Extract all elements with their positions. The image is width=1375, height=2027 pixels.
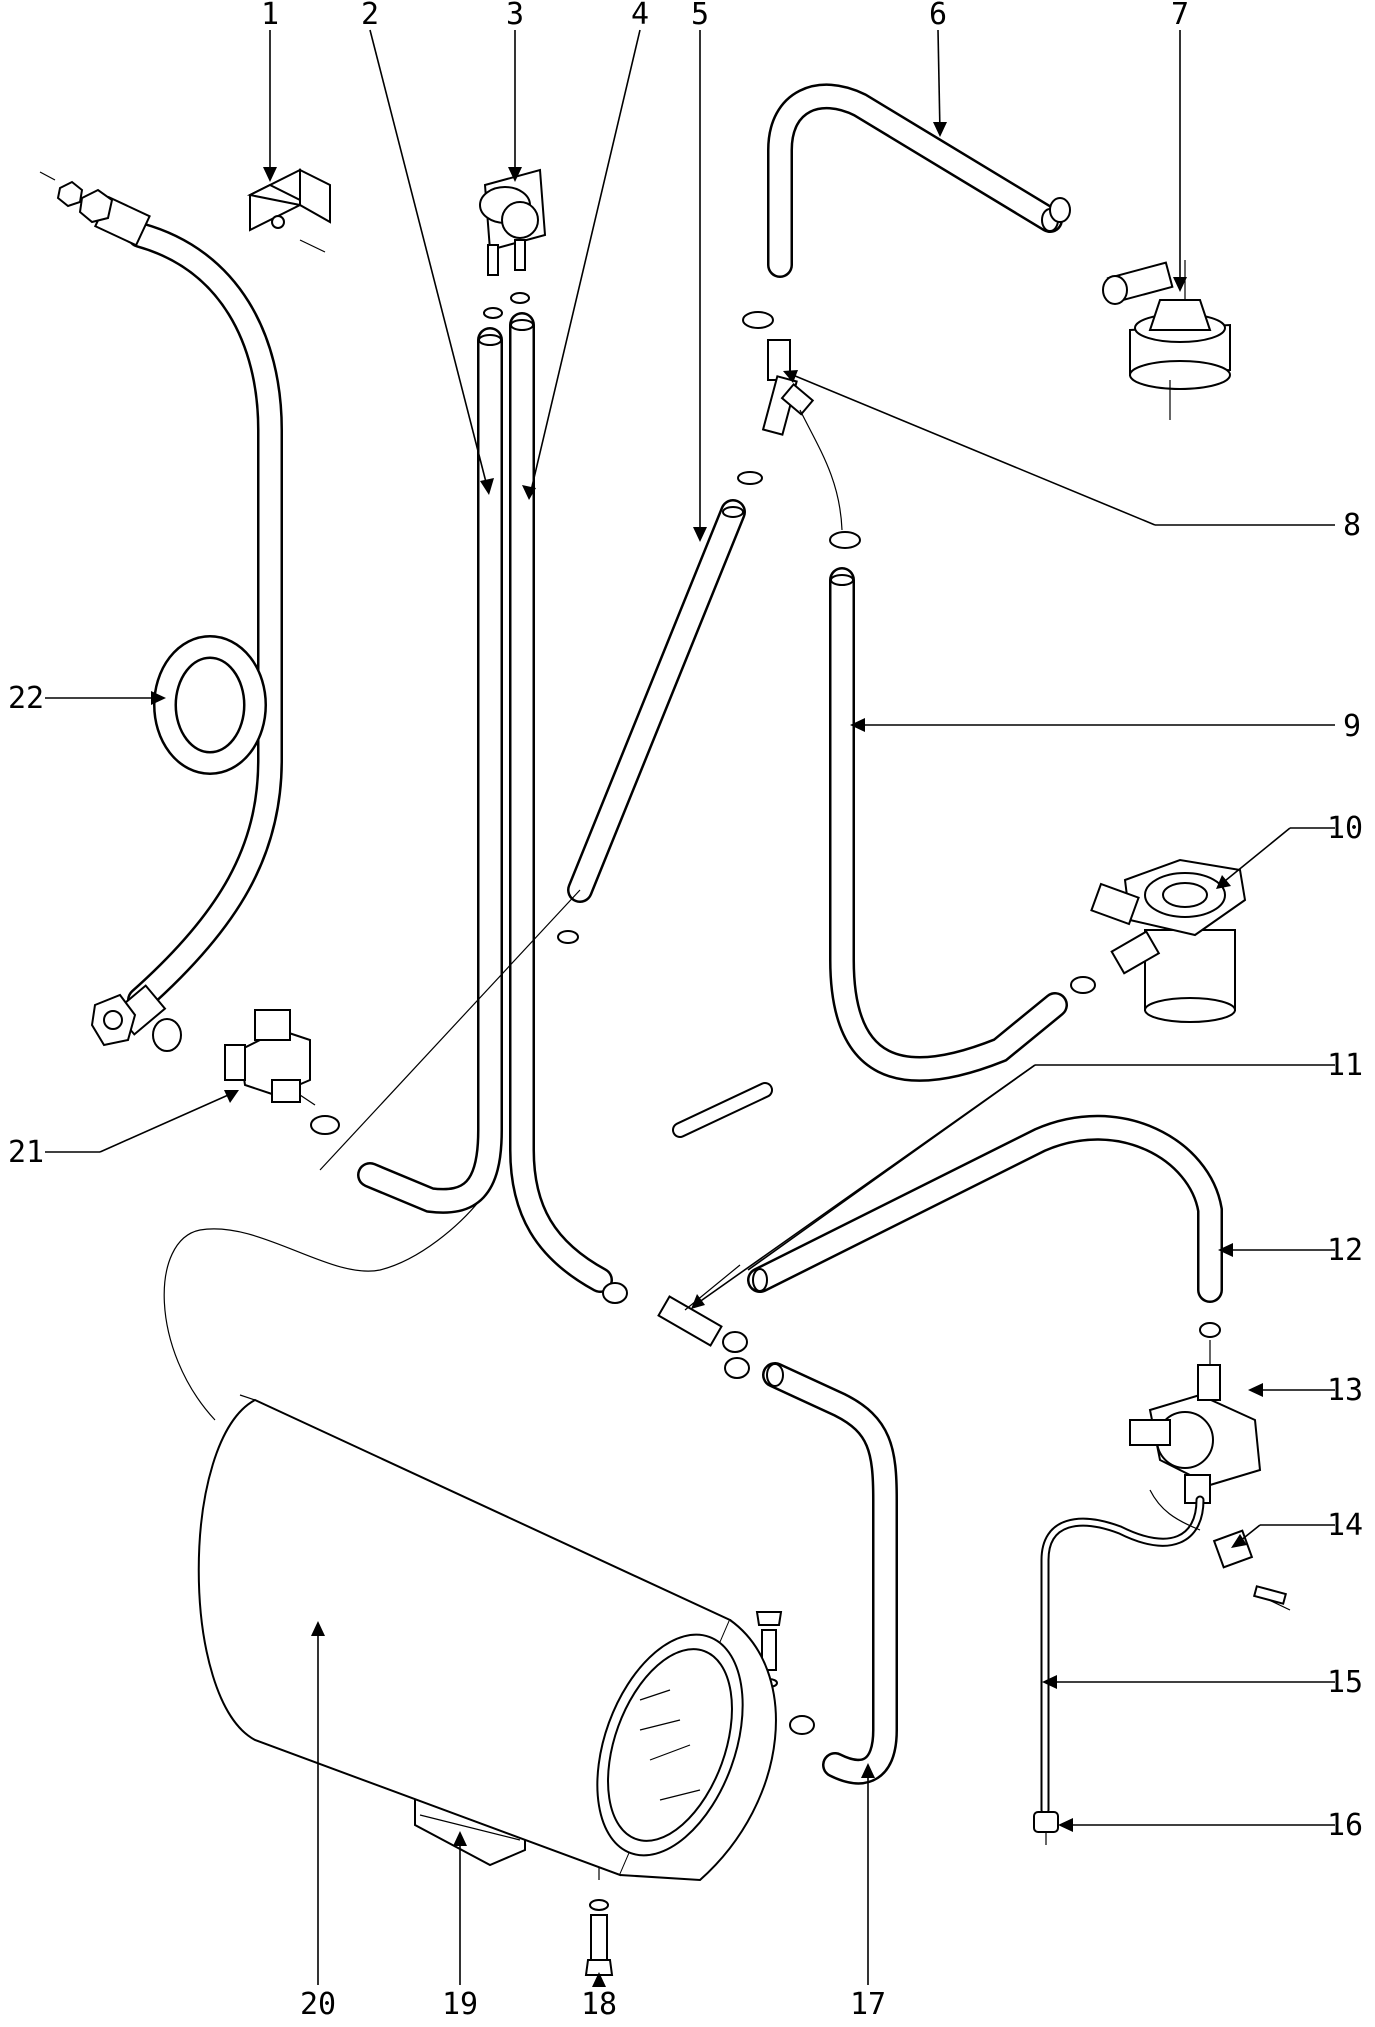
callout-11: 11	[1327, 1048, 1363, 1083]
tube-9	[799, 409, 1068, 1082]
callout-4: 4	[631, 0, 649, 32]
callout-13: 13	[1327, 1373, 1363, 1408]
callout-3: 3	[506, 0, 524, 32]
callout-14: 14	[1327, 1508, 1363, 1543]
callout-1: 1	[261, 0, 279, 32]
fitting-7	[1102, 260, 1231, 420]
callout-22: 22	[8, 681, 44, 716]
callout-16: 16	[1327, 1808, 1363, 1843]
hose-clamps	[310, 197, 1221, 1735]
fitting-10	[1090, 858, 1247, 1023]
tank-20	[163, 1199, 777, 1882]
callout-5: 5	[691, 0, 709, 32]
callout-7: 7	[1171, 0, 1189, 32]
callout-6: 6	[929, 0, 947, 32]
callout-21: 21	[8, 1135, 44, 1170]
callout-2: 2	[361, 0, 379, 32]
switch-3	[479, 168, 547, 319]
tube-12	[747, 1114, 1223, 1303]
tube-2	[357, 327, 503, 1214]
tube-4	[509, 312, 613, 1293]
valve-21	[152, 1009, 316, 1106]
plug-16	[1033, 1811, 1059, 1845]
callout-20: 20	[300, 1987, 336, 2022]
tube-15	[1040, 1489, 1205, 1815]
callout-17: 17	[850, 1987, 886, 2022]
callout-labels: 1 2 3 4 5 6 7 8 9 10 11 12 13 14 15 16 1…	[8, 0, 1363, 2022]
callout-8: 8	[1343, 508, 1361, 543]
valve-13	[1129, 1340, 1262, 1504]
callout-19: 19	[442, 1987, 478, 2022]
hose-22	[39, 171, 283, 1047]
arrowheads	[151, 122, 1263, 1987]
callout-15: 15	[1327, 1665, 1363, 1700]
tube-6	[767, 83, 1063, 278]
callout-9: 9	[1343, 709, 1361, 744]
fitting-14	[1212, 1529, 1291, 1611]
tube-17	[719, 1362, 898, 1785]
callout-12: 12	[1327, 1233, 1363, 1268]
leader-lines	[45, 29, 1335, 1985]
tee-8	[761, 339, 815, 436]
bracket-1	[246, 168, 331, 253]
callout-18: 18	[581, 1987, 617, 2022]
callout-10: 10	[1327, 811, 1363, 846]
tube-5	[319, 499, 746, 1171]
tube-11	[657, 1082, 773, 1347]
